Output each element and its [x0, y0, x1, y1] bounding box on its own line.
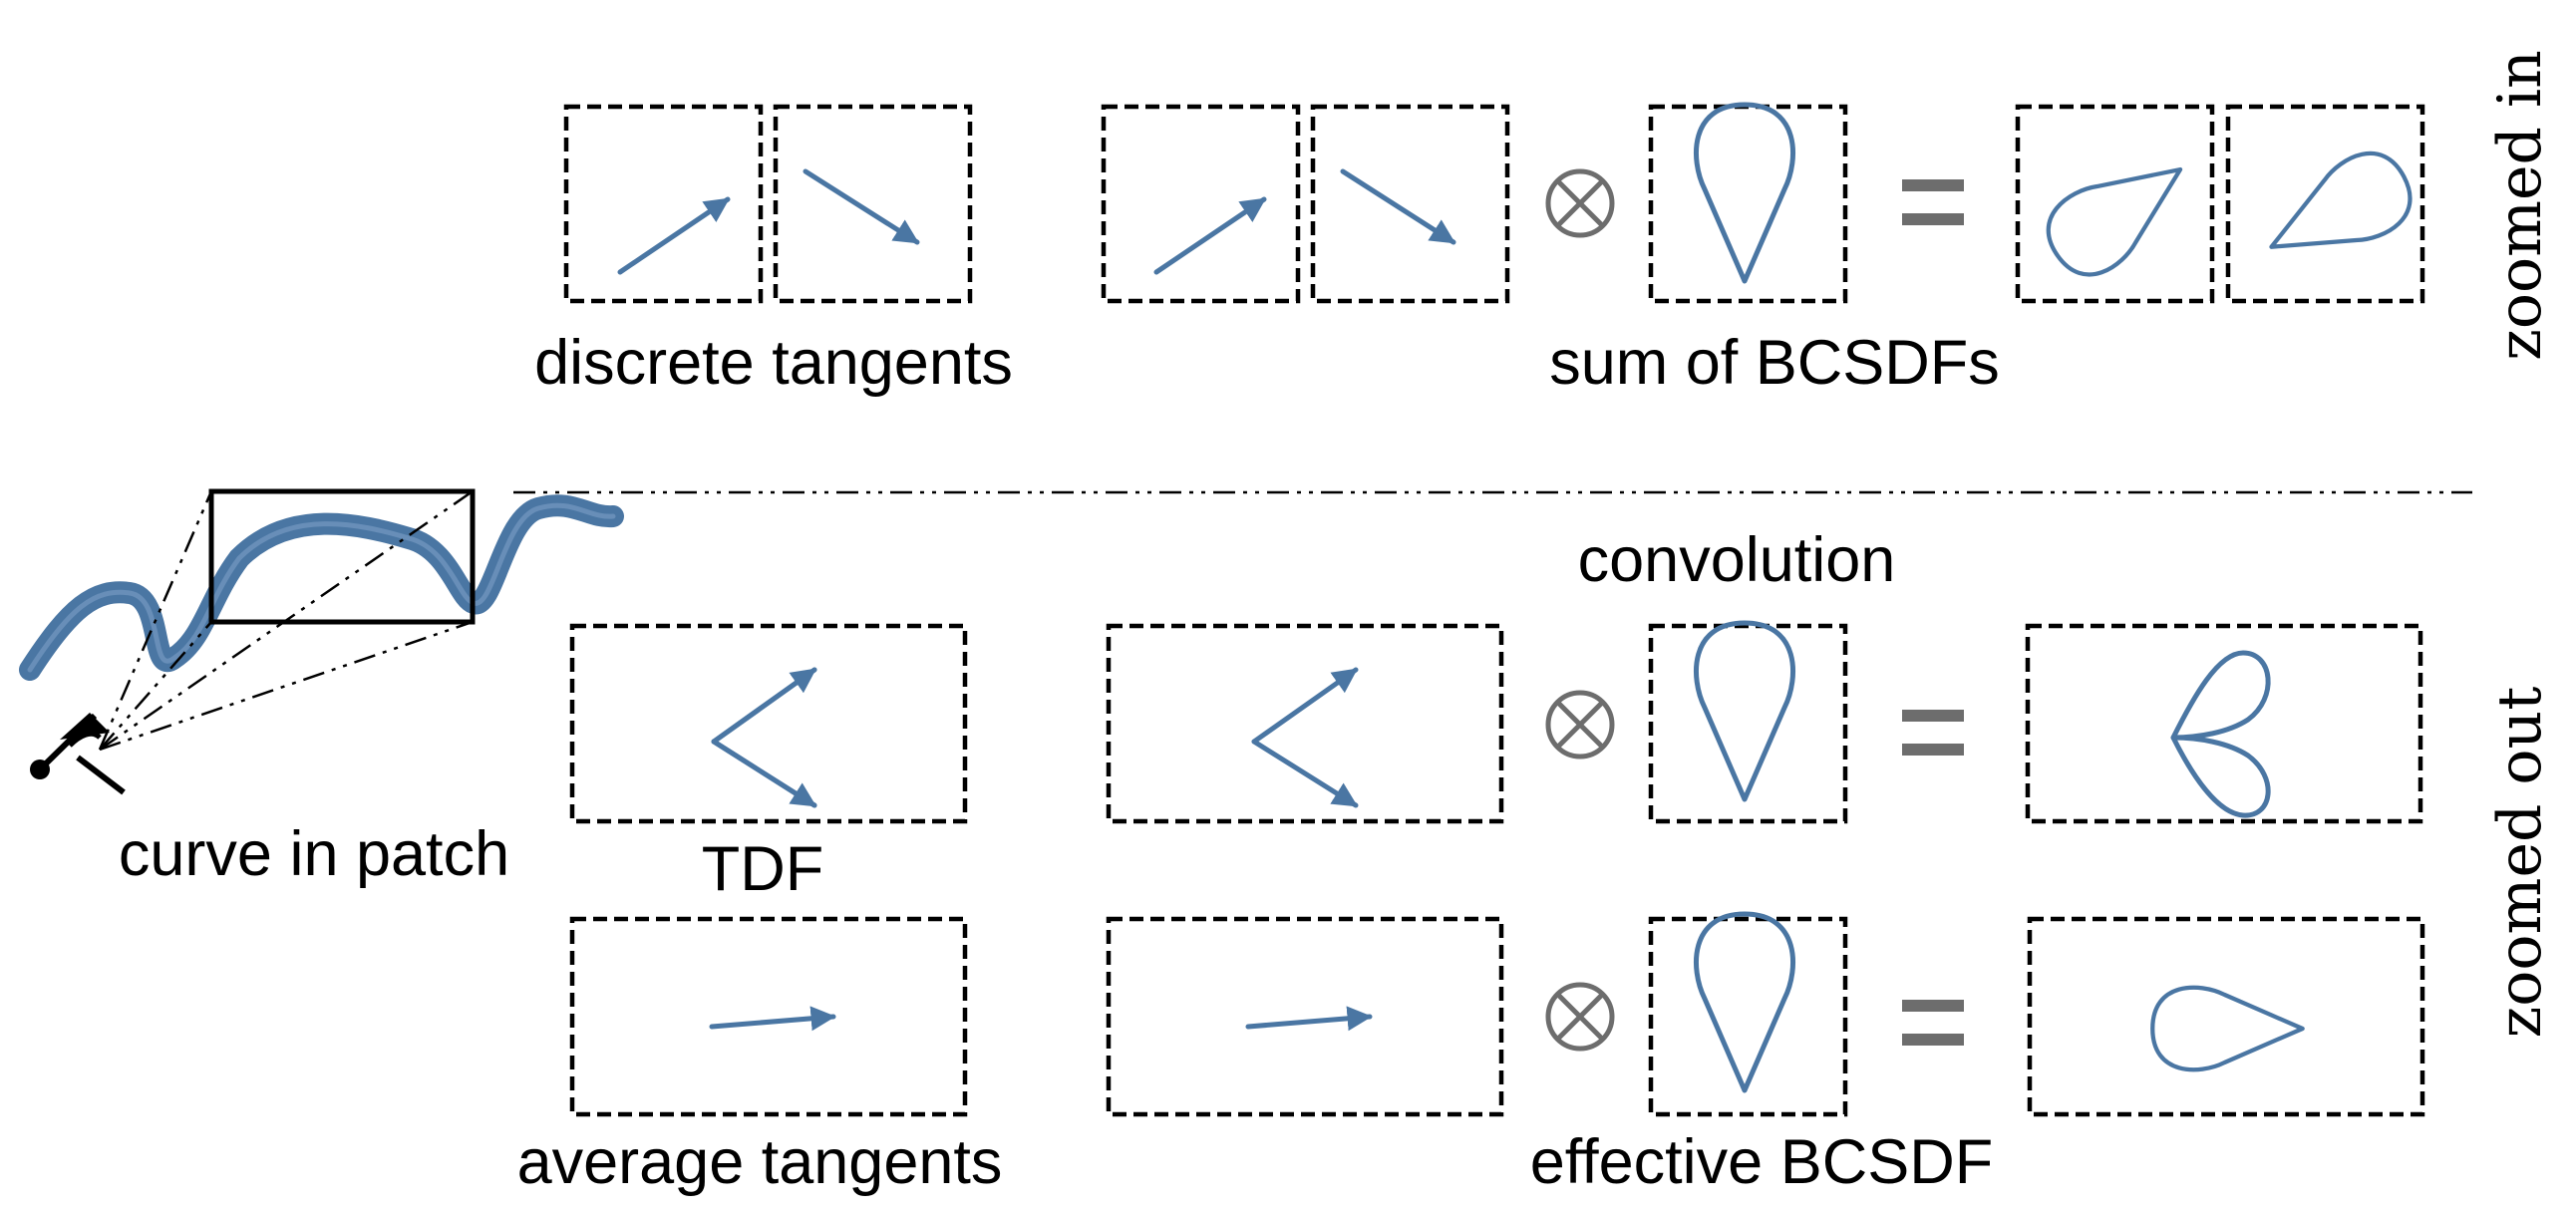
result-box-1 [2015, 104, 2215, 304]
tdf-box [569, 623, 968, 824]
equals-icon [1902, 710, 1964, 756]
effective-bcsdf-box [2027, 916, 2425, 1117]
zoomed-in-label: zoomed in [2485, 50, 2555, 361]
hair-curve [19, 494, 624, 681]
bcsdf-lobe-icon [1696, 623, 1792, 799]
discrete-tangents-label: discrete tangents [534, 328, 1013, 398]
tangent-arrow-icon [1153, 196, 1267, 275]
bcsdf-tangent-box-1 [1101, 104, 1301, 304]
tangent-arrow-icon [617, 196, 731, 275]
eye-icon [30, 713, 126, 795]
double-lobe-icon [2170, 650, 2271, 818]
tangent-arrow-icon [803, 168, 920, 245]
average-arrow-icon [1245, 1006, 1373, 1032]
bcsdf-tangent-box-2 [1310, 104, 1510, 304]
effective-lobe-icon [2152, 988, 2302, 1069]
effective-bcsdf-label: effective BCSDF [1530, 1127, 1994, 1197]
average-tangents-label: average tangents [517, 1127, 1003, 1197]
tangent-arrow-icon [1251, 667, 1359, 745]
result-box-2 [2225, 104, 2425, 304]
convolution-label: convolution [1578, 525, 1896, 595]
result-lobe-icon [2034, 136, 2204, 289]
equals-icon [1902, 1000, 1964, 1046]
circled-times-icon [1545, 690, 1615, 759]
zoomed-in-row: discrete tangents sum of BCSDFs [534, 105, 2423, 398]
circled-times-icon [1545, 168, 1615, 238]
discrete-tangent-box-2 [773, 104, 973, 304]
average-input-box [1106, 916, 1504, 1117]
tangent-arrow-icon [1340, 168, 1456, 245]
tdf-arrows-icon [711, 667, 817, 808]
bcsdf-lobe-icon [1696, 105, 1792, 281]
patch-rectangle [208, 488, 476, 625]
tangent-arrow-icon [1251, 739, 1359, 808]
tdf-input-box [1106, 623, 1504, 824]
bcsdf-box [1648, 623, 1848, 824]
bcsdf-lobe-icon [1696, 914, 1792, 1090]
average-arrow-icon [709, 1006, 836, 1032]
tdf-result-box [2025, 623, 2423, 824]
bcsdf-box [1648, 916, 1848, 1117]
average-tangent-box [569, 916, 968, 1117]
tdf-label: TDF [702, 834, 823, 904]
sum-of-bcsdfs-label: sum of BCSDFs [1549, 328, 2000, 398]
discrete-tangent-box-1 [563, 104, 764, 304]
equals-icon [1902, 179, 1964, 225]
curve-in-patch-label: curve in patch [119, 819, 509, 889]
circled-times-icon [1545, 982, 1615, 1052]
zoomed-out-tdf-row: TDF [569, 623, 2423, 904]
zoomed-out-average-row: average tangents effective BCSDF [517, 914, 2425, 1197]
zoomed-out-label: zoomed out [2485, 687, 2555, 1039]
result-lobe-icon [2252, 141, 2423, 283]
curve-in-patch: curve in patch [19, 488, 624, 889]
